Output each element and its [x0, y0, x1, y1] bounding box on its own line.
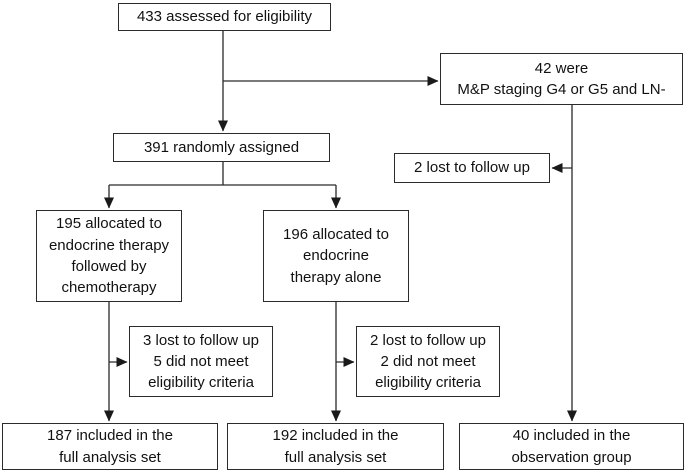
lost-to-follow-up-box: 2 lost to follow up — [394, 153, 550, 183]
arm-alone-losses-box: 2 lost to follow up 2 did not meet eligi… — [356, 326, 500, 397]
arm-endocrine-alone-box: 196 allocated to endocrine therapy alone — [263, 210, 409, 302]
assessed-eligibility-box: 433 assessed for eligibility — [118, 3, 331, 31]
full-analysis-chemo-box: 187 included in the full analysis set — [2, 423, 218, 470]
full-analysis-alone-box: 192 included in the full analysis set — [227, 423, 444, 470]
excluded-staging-box: 42 were M&P staging G4 or G5 and LN- — [440, 53, 683, 105]
observation-group-box: 40 included in the observation group — [459, 423, 684, 470]
arm-chemo-losses-box: 3 lost to follow up 5 did not meet eligi… — [129, 326, 273, 397]
randomly-assigned-box: 391 randomly assigned — [113, 133, 330, 162]
arm-endocrine-chemo-box: 195 allocated to endocrine therapy follo… — [36, 210, 182, 302]
